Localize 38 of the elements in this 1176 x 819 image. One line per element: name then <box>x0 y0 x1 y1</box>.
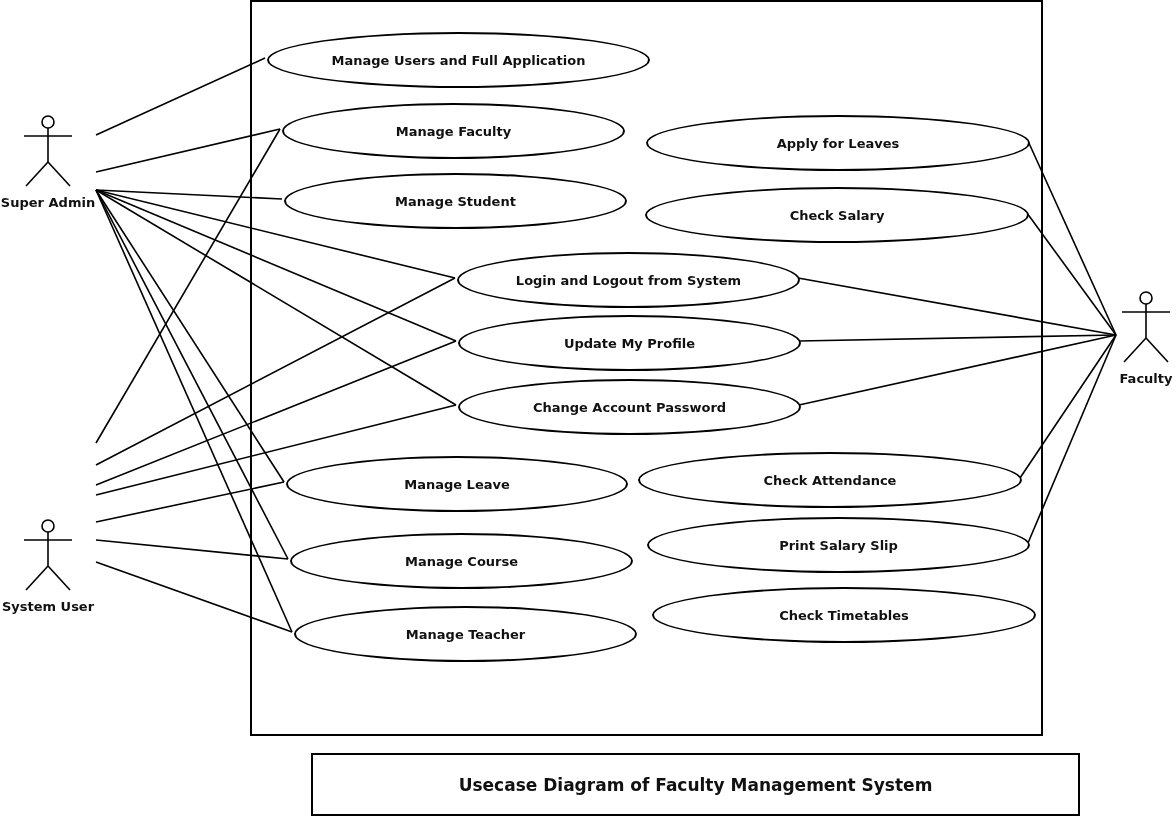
association-line <box>95 189 293 633</box>
association-line <box>1026 212 1117 336</box>
use-case-label: Update My Profile <box>563 335 696 351</box>
association-line <box>1027 334 1117 544</box>
association-line <box>95 189 457 406</box>
association-line <box>95 277 456 466</box>
use-case-label: Change Account Password <box>532 399 727 415</box>
association-line <box>95 340 457 486</box>
association-line <box>95 128 281 173</box>
use-case-label: Check Timetables <box>779 607 909 623</box>
use-case-label: Manage Users and Full Application <box>331 52 586 68</box>
use-case-label: Manage Leave <box>404 476 510 492</box>
association-line <box>95 539 289 560</box>
actor-name: System User <box>1 599 95 614</box>
use-case-label: Manage Course <box>404 553 519 569</box>
use-case-label: Manage Teacher <box>405 626 526 642</box>
use-case-label: Print Salary Slip <box>779 537 898 553</box>
association-line <box>95 189 285 483</box>
association-line <box>95 57 266 136</box>
use-case-label: Manage Student <box>395 193 516 209</box>
system-boundary <box>250 0 1043 736</box>
association-line <box>798 334 1117 342</box>
association-line <box>95 128 281 444</box>
association-line <box>95 189 457 342</box>
use-case-label: Check Salary <box>789 207 885 223</box>
diagram-title: Usecase Diagram of Faculty Management System <box>458 774 933 795</box>
association-line <box>1019 334 1117 479</box>
use-case-label: Apply for Leaves <box>776 135 900 151</box>
actor-name: Super Admin <box>0 195 96 210</box>
association-line <box>95 189 283 200</box>
actor-name: Faculty <box>1119 371 1173 386</box>
use-case-label: Login and Logout from System <box>515 272 742 288</box>
association-line <box>95 561 293 633</box>
use-case-label: Manage Faculty <box>395 123 512 139</box>
association-line <box>798 334 1117 406</box>
association-line <box>95 404 457 496</box>
use-case-label: Check Attendance <box>763 472 897 488</box>
association-line <box>95 481 285 523</box>
